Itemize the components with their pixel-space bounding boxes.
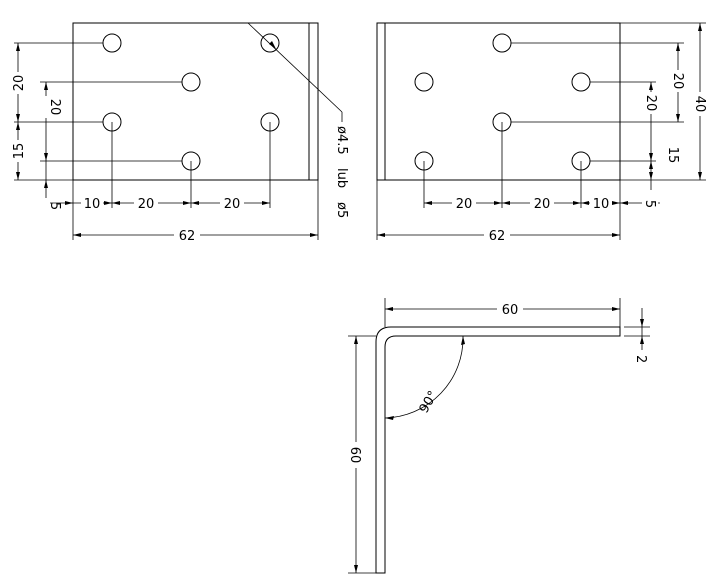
dim-5-label: 5 — [642, 200, 657, 208]
angle-profile-view: 60 2 60 90° — [347, 298, 650, 574]
right-plate-outline — [376, 22, 621, 181]
dim-v20a-label: 20 — [670, 73, 685, 90]
right-plate-view: 40 20 20 15 20 20 10 5 — [376, 22, 708, 244]
dim-60-top-label: 60 — [502, 303, 519, 318]
left-plate-view: 20 20 15 5 10 20 20 62 — [10, 22, 349, 244]
angle-label: 90° — [417, 389, 442, 416]
dim-10-label: 10 — [593, 197, 610, 212]
hole-callout-1: ø4.5 — [334, 126, 349, 155]
hole — [414, 72, 434, 92]
dim-20a-label: 20 — [138, 197, 155, 212]
dim-thickness-label: 2 — [633, 355, 648, 363]
dim-62-label: 62 — [179, 229, 196, 244]
hole — [102, 33, 122, 53]
left-plate-outline — [72, 22, 319, 181]
dim-20a-label: 20 — [456, 197, 473, 212]
dim-60-side-label: 60 — [347, 447, 362, 464]
dim-20b-label: 20 — [224, 197, 241, 212]
hole-callout-3: ø5 — [334, 202, 349, 218]
hole — [571, 72, 591, 92]
dim-v20b-label: 20 — [47, 99, 62, 116]
hole — [181, 72, 201, 92]
dim-v15-label: 15 — [665, 147, 680, 164]
dim-v40-label: 40 — [692, 96, 707, 113]
dim-v20a-label: 20 — [12, 75, 27, 92]
dim-v15-label: 15 — [12, 143, 27, 160]
dim-20b-label: 20 — [534, 197, 551, 212]
angle-profile-outline — [375, 326, 621, 574]
hole-callout-2: lub — [334, 168, 349, 188]
hole — [492, 33, 512, 53]
dim-10-label: 10 — [84, 197, 101, 212]
dim-v5-label: 5 — [47, 202, 62, 210]
dim-v20b-label: 20 — [643, 95, 658, 112]
angle-arc — [384, 335, 464, 419]
dim-62-label: 62 — [489, 229, 506, 244]
